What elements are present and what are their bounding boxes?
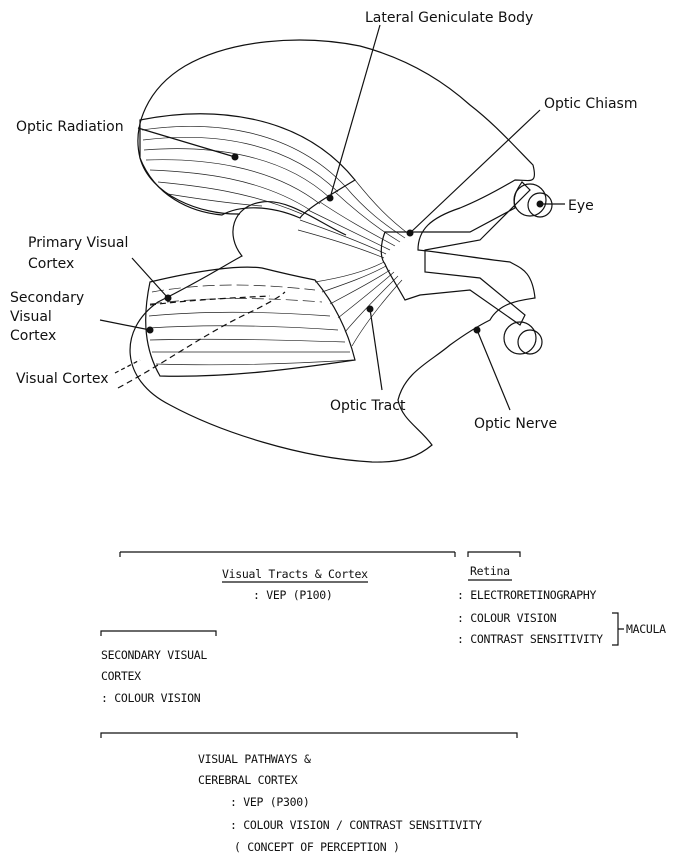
pathways-bracket xyxy=(101,733,517,738)
visual-tracts-title: Visual Tracts & Cortex xyxy=(222,567,368,581)
retina-contrast-sensitivity: : CONTRAST SENSITIVITY xyxy=(457,632,603,646)
pathways-line1: VISUAL PATHWAYS & xyxy=(198,752,311,766)
pathways-line5: ( CONCEPT OF PERCEPTION ) xyxy=(234,840,400,854)
pathways-line3: : VEP (P300) xyxy=(230,795,309,809)
label-eye: Eye xyxy=(568,198,594,214)
upper-fan-fibers xyxy=(298,180,410,258)
secondary-cortex-line1: SECONDARY VISUAL xyxy=(101,648,207,662)
label-secondary-visual-cortex-1: Secondary xyxy=(10,290,84,306)
secondary-cortex-line2: CORTEX xyxy=(101,669,141,683)
label-optic-chiasm: Optic Chiasm xyxy=(544,96,637,112)
visual-cortex-region xyxy=(146,267,355,376)
retina-erg: : ELECTRORETINOGRAPHY xyxy=(457,588,596,602)
macula-label: MACULA xyxy=(626,622,666,636)
optic-chiasm-shape xyxy=(381,182,530,325)
label-optic-radiation: Optic Radiation xyxy=(16,119,124,135)
visual-tracts-bracket xyxy=(120,552,455,557)
label-primary-visual-cortex-1: Primary Visual xyxy=(28,235,128,251)
left-eye xyxy=(504,322,542,354)
label-optic-nerve: Optic Nerve xyxy=(474,416,557,432)
label-visual-cortex: Visual Cortex xyxy=(16,371,108,387)
macula-bracket xyxy=(612,613,624,645)
secondary-cortex-line3: : COLOUR VISION xyxy=(101,691,201,705)
label-primary-visual-cortex-2: Cortex xyxy=(28,256,74,272)
lower-fan-fibers xyxy=(315,262,402,346)
optic-radiation-fibers xyxy=(142,126,345,214)
retina-bracket xyxy=(468,552,520,557)
retina-colour-vision: : COLOUR VISION xyxy=(457,611,557,625)
pathways-line4: : COLOUR VISION / CONTRAST SENSITIVITY xyxy=(230,818,482,832)
secondary-cortex-bracket xyxy=(101,631,216,636)
label-optic-tract: Optic Tract xyxy=(330,398,406,414)
pathways-line2: CEREBRAL CORTEX xyxy=(198,773,298,787)
visual-tracts-vep: : VEP (P100) xyxy=(253,588,332,602)
retina-title: Retina xyxy=(470,564,510,578)
label-secondary-visual-cortex-2: Visual xyxy=(10,309,52,325)
label-lateral-geniculate-body: Lateral Geniculate Body xyxy=(365,10,533,26)
label-secondary-visual-cortex-3: Cortex xyxy=(10,328,56,344)
